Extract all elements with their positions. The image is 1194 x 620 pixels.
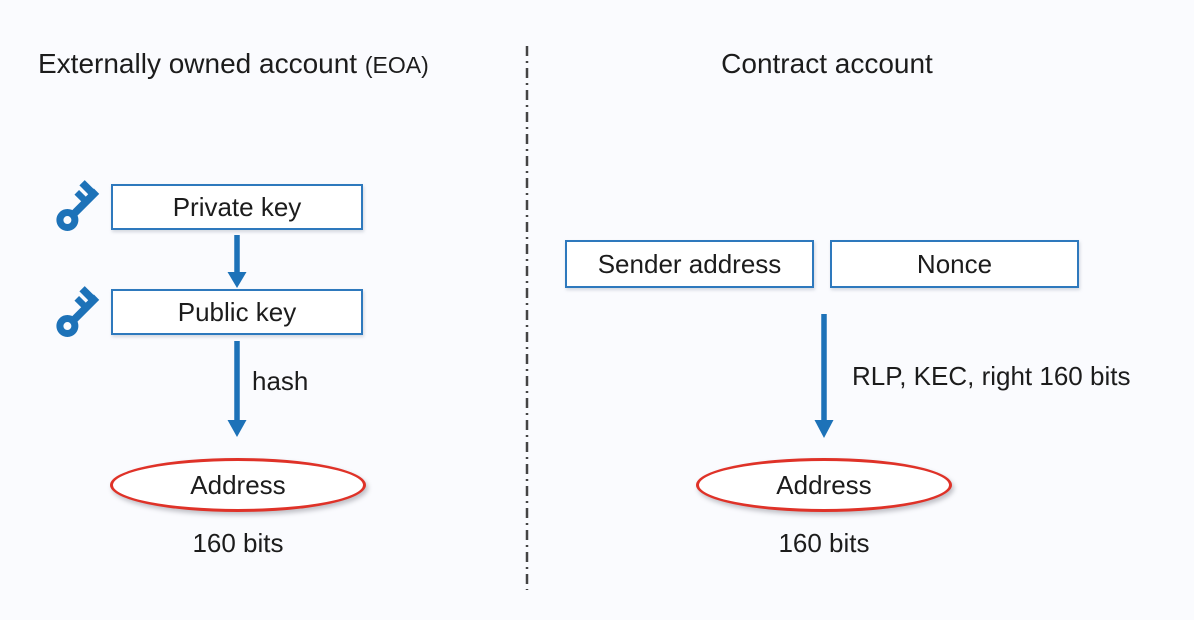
- rlp-kec-arrow-label: RLP, KEC, right 160 bits: [852, 361, 1131, 391]
- eoa-title: Externally owned account (EOA): [38, 48, 429, 80]
- nonce-label: Nonce: [916, 248, 993, 279]
- private-key-label: Private key: [172, 191, 302, 222]
- contract-title: Contract account: [721, 48, 933, 79]
- public-key-box: Public key: [111, 289, 363, 335]
- eoa-title-suffix: (EOA): [364, 52, 429, 78]
- arrow-down-icon: [814, 314, 834, 438]
- key-icon: [56, 286, 100, 338]
- sender-address-label: Sender address: [597, 248, 782, 279]
- nonce-box: Nonce: [830, 240, 1079, 288]
- contract-address-label: Address: [776, 469, 872, 500]
- contract-address-ellipse: Address: [696, 458, 952, 512]
- eoa-address-label: Address: [190, 469, 286, 500]
- arrow-down-icon: [227, 341, 247, 437]
- private-key-box: Private key: [111, 184, 363, 230]
- sender-address-box: Sender address: [565, 240, 814, 288]
- eoa-address-ellipse: Address: [110, 458, 366, 512]
- eoa-title-text: Externally owned account: [38, 48, 358, 79]
- hash-arrow-label: hash: [252, 366, 309, 396]
- arrow-down-icon: [227, 235, 247, 288]
- contract-bits-label: 160 bits: [778, 528, 870, 558]
- key-icon: [56, 180, 100, 232]
- eoa-bits-label: 160 bits: [192, 528, 284, 558]
- column-divider: [525, 46, 529, 590]
- public-key-label: Public key: [177, 296, 297, 327]
